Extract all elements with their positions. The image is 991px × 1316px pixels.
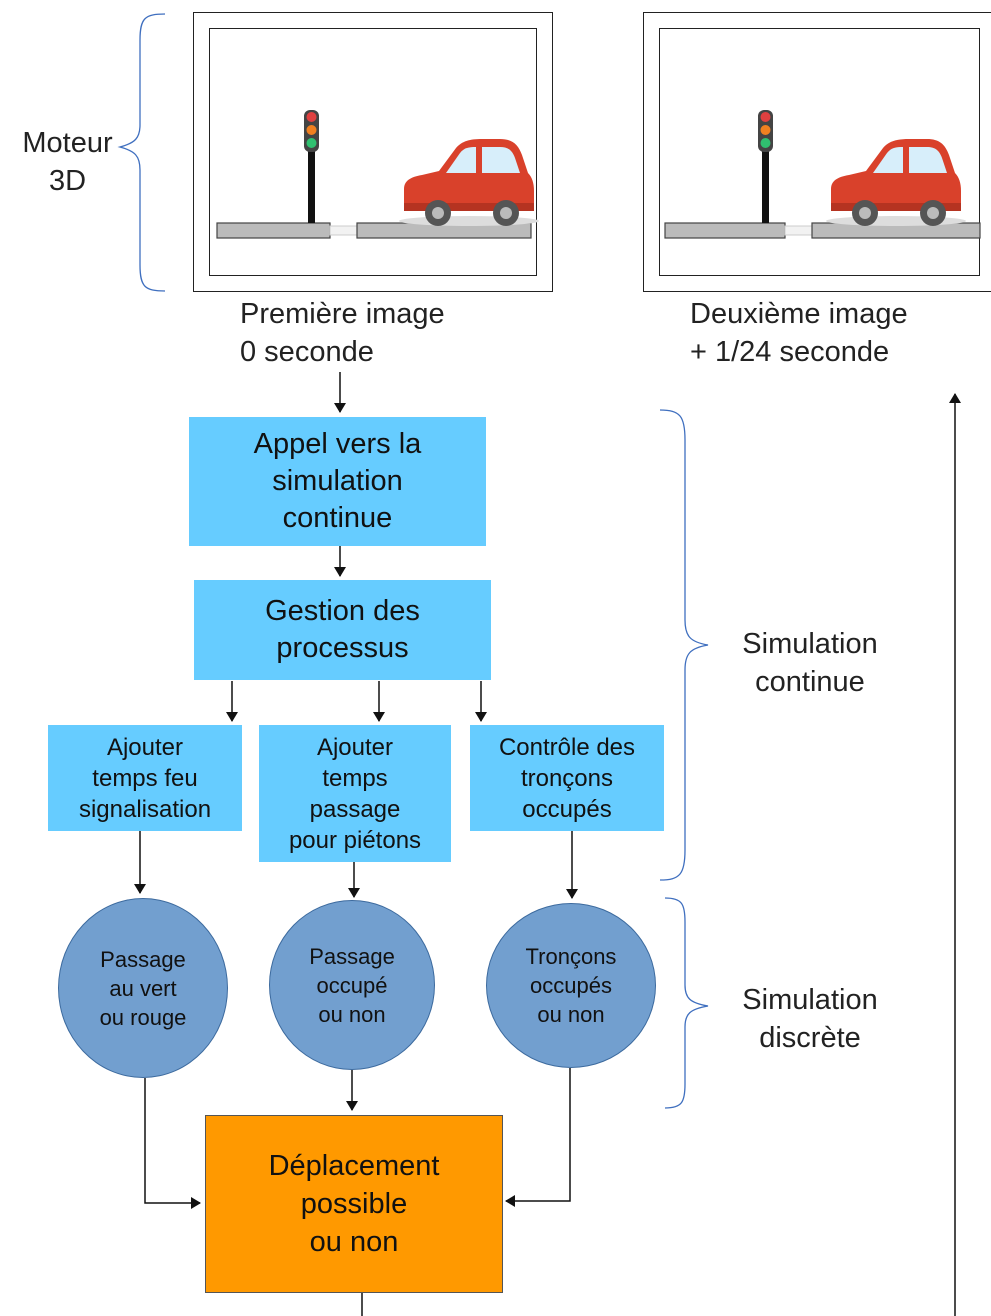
discrete-simulation-label: Simulation discrète xyxy=(742,984,878,1054)
scene-frame-first xyxy=(193,12,553,292)
state-light: Passage au vert ou rouge xyxy=(58,898,228,1078)
traffic-scene-icon xyxy=(664,110,981,239)
brace-engine xyxy=(117,13,166,292)
node-process-management: Gestion des processus xyxy=(194,580,491,680)
second-image-caption: Deuxième image + 1/24 seconde xyxy=(690,298,908,368)
state-crossing: Passage occupé ou non xyxy=(269,900,435,1070)
node-call-simulation: Appel vers la simulation continue xyxy=(189,417,486,546)
brace-continuous xyxy=(659,409,709,881)
node-add-crossing-time: Ajouter temps passage pour piétons xyxy=(259,725,451,862)
brace-discrete xyxy=(664,897,709,1109)
node-movement: Déplacement possible ou non xyxy=(205,1115,503,1293)
engine-label: Moteur 3D xyxy=(22,127,113,197)
node-add-light-time: Ajouter temps feu signalisation xyxy=(48,725,242,831)
continuous-simulation-label: Simulation continue xyxy=(742,628,878,698)
state-sections: Tronçons occupés ou non xyxy=(486,903,656,1068)
scene-frame-second xyxy=(643,12,991,292)
traffic-scene-icon xyxy=(216,110,539,239)
arrow-sections-state-to-move xyxy=(505,1068,571,1207)
arrow-light-state-to-move xyxy=(144,1078,201,1209)
first-image-caption: Première image 0 seconde xyxy=(240,298,445,368)
node-check-sections: Contrôle des tronçons occupés xyxy=(470,725,664,831)
